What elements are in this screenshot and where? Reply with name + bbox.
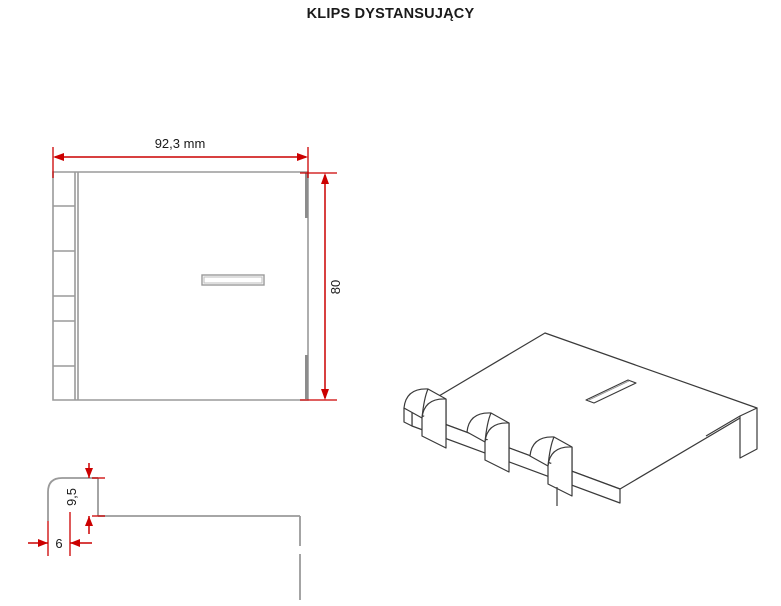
drawing-title: KLIPS DYSTANSUJĄCY: [306, 6, 475, 22]
dimension-height-80: [300, 172, 337, 401]
top-view-plate-outline: [52, 171, 309, 401]
iso-flange-fold-line: [705, 415, 741, 437]
iso-hook-tab-3: [529, 436, 573, 497]
iso-right-flange: [739, 407, 758, 459]
top-view: 92,3 mm 80: [52, 136, 343, 401]
dimension-hook-height-9-5: [85, 463, 105, 534]
side-view: 9,5 6: [28, 463, 301, 600]
iso-hook-tab-1: [403, 388, 447, 449]
iso-hook-tab-2: [466, 412, 510, 473]
iso-slot: [585, 379, 637, 404]
dimension-label-height: 80: [328, 280, 343, 294]
dimension-label-hook-height: 9,5: [64, 488, 79, 506]
dimension-label-hook-width: 6: [55, 536, 62, 551]
side-view-profile: [47, 477, 301, 600]
top-view-left-tabs: [53, 205, 75, 367]
isometric-view: [403, 332, 758, 506]
dimension-width-92-3: [52, 147, 309, 178]
iso-top-plate: [411, 332, 758, 490]
dimension-label-width: 92,3 mm: [155, 136, 206, 151]
top-view-slot: [201, 274, 265, 286]
dimension-hook-width-6: [28, 512, 92, 556]
